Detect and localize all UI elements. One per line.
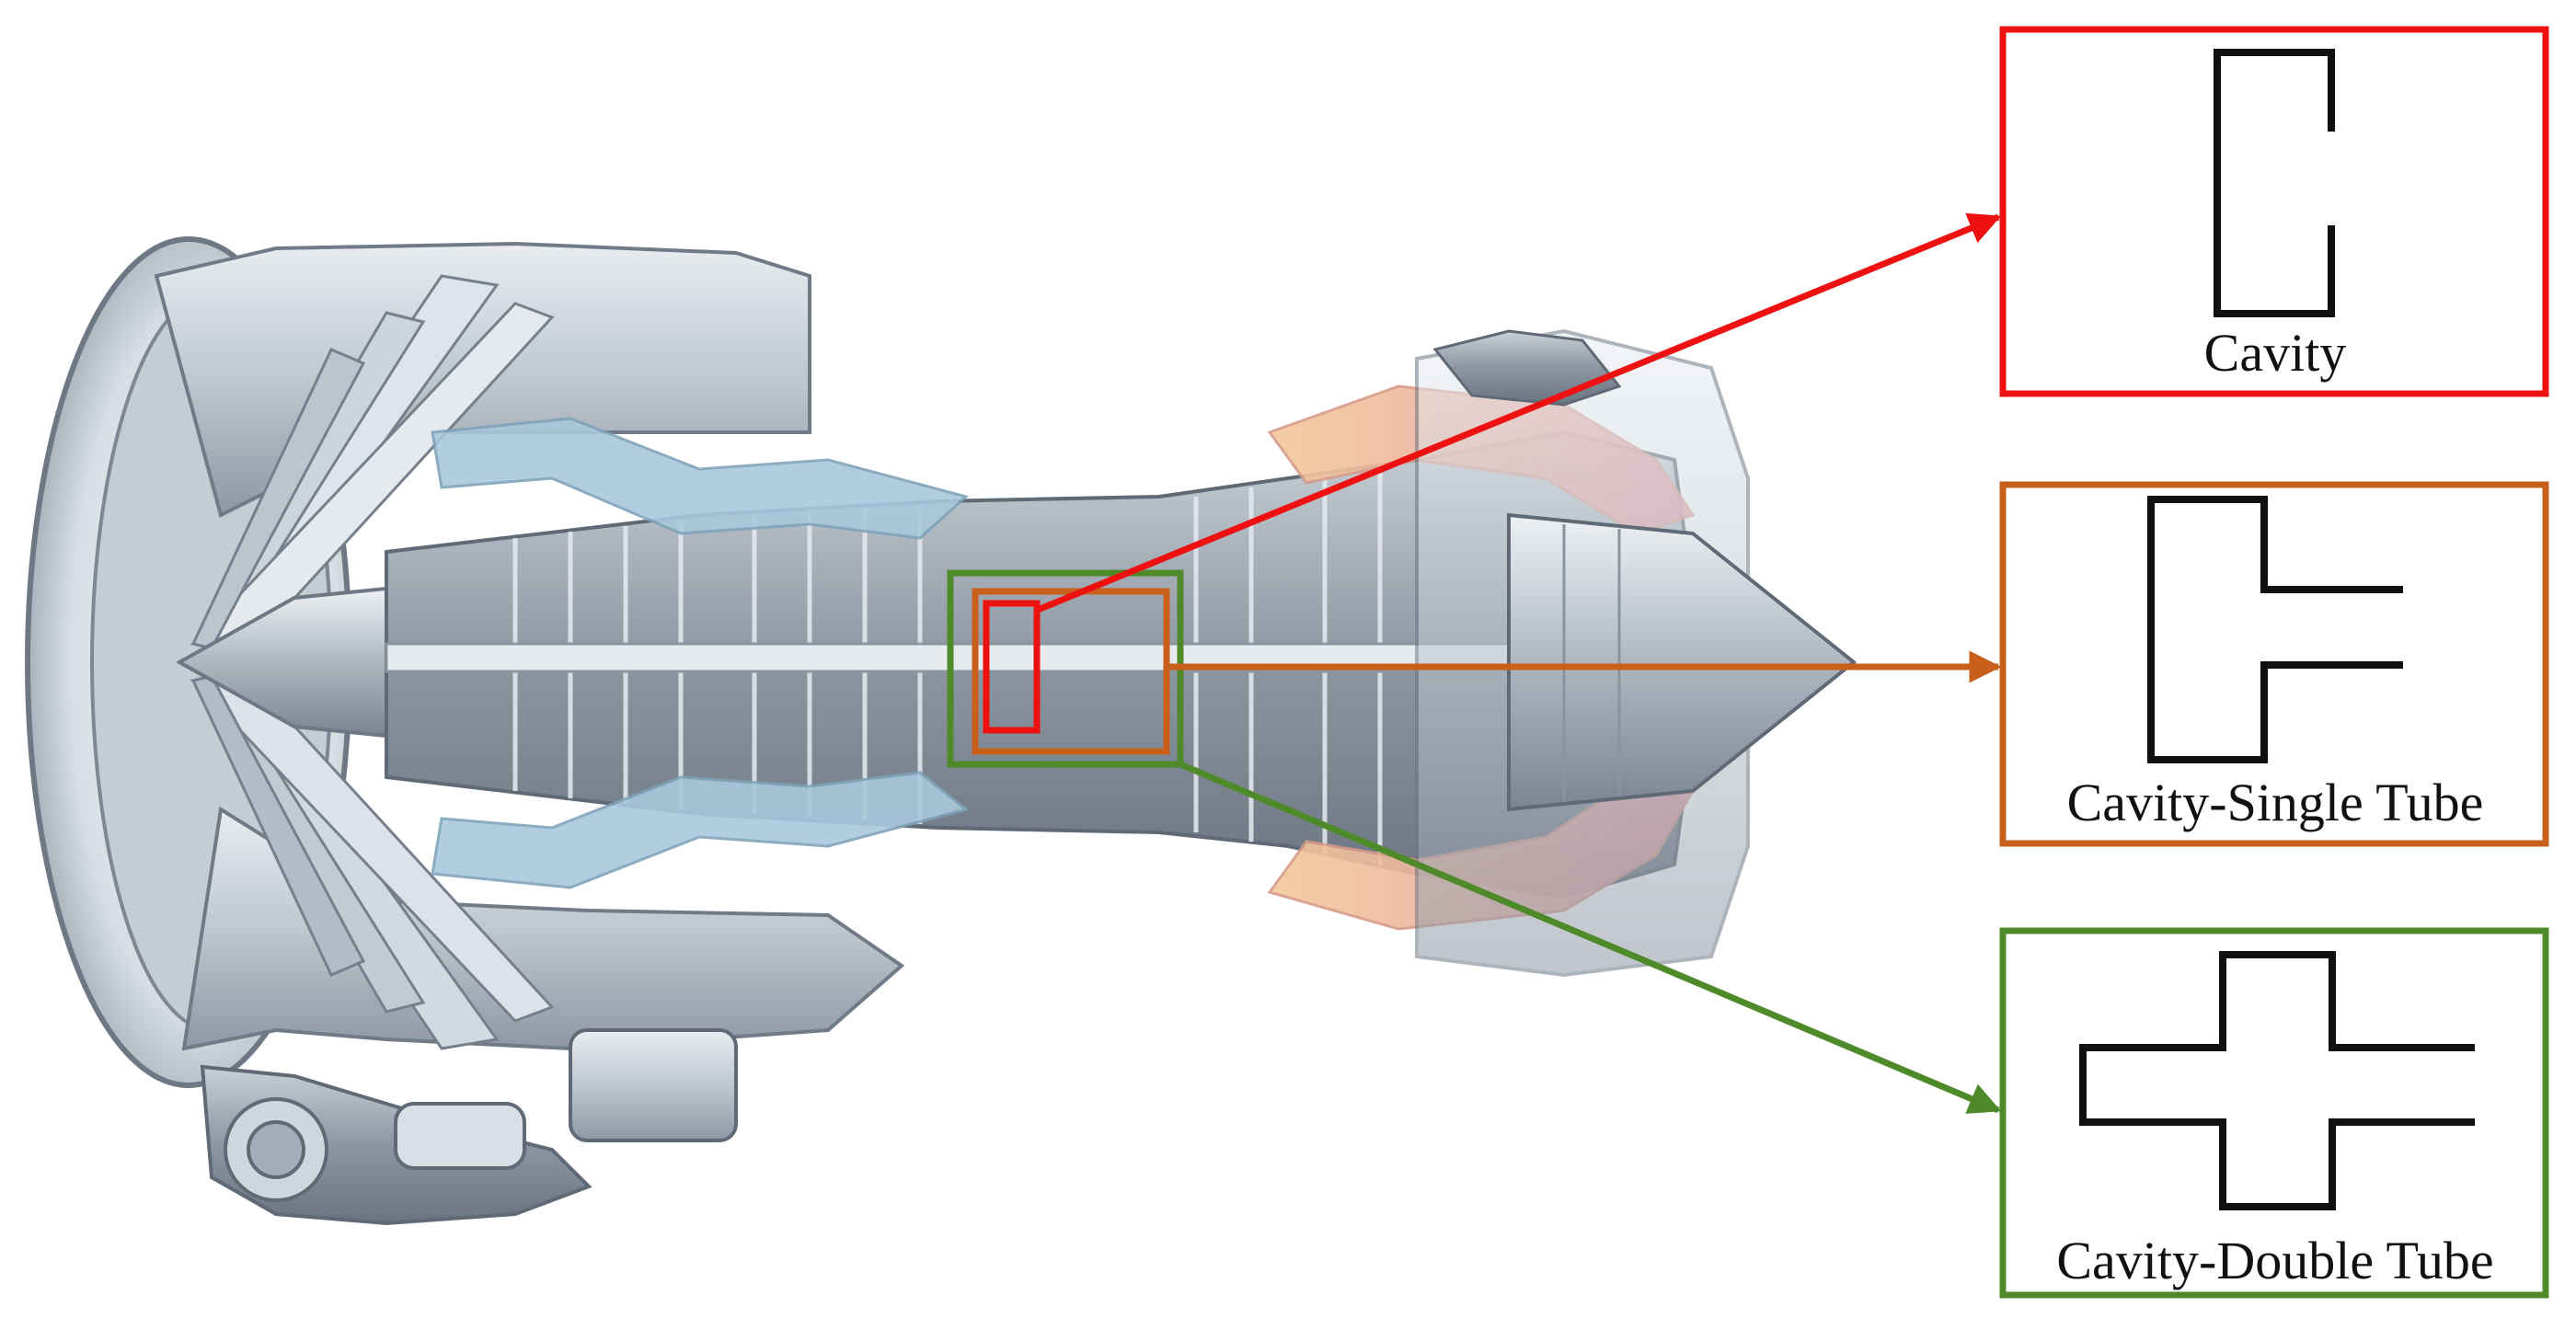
highlight-box-cavity: [983, 600, 1041, 734]
bypass-duct-upper: [431, 417, 970, 540]
panel-single-tube: Cavity-Single Tube: [1999, 481, 2549, 847]
connector-arrows: [1036, 212, 2002, 1114]
accessory-gearbox: [200, 1028, 738, 1226]
engine-pylon: [1432, 329, 1622, 407]
arrow-to-double-tube: [1179, 761, 2002, 1114]
highlight-box-single-tube: [972, 588, 1170, 755]
bypass-duct-lower: [431, 771, 970, 889]
cavity-single-tube-shape: [2147, 496, 2403, 763]
cavity-double-tube-shape: [2079, 951, 2475, 1210]
arrow-to-cavity: [1036, 212, 2002, 613]
fan-blades: [190, 274, 555, 1050]
panel-cavity: Cavity: [1999, 26, 2549, 397]
panel-cavity-label: Cavity: [2204, 323, 2347, 383]
panel-double-tube-frame: [1999, 927, 2549, 1299]
panel-single-tube-label: Cavity-Single Tube: [2067, 773, 2484, 832]
region-highlights: [947, 569, 1184, 768]
panel-cavity-frame: [1999, 26, 2549, 397]
exhaust-cone: [1507, 512, 1857, 812]
panel-double-tube-label: Cavity-Double Tube: [2056, 1231, 2493, 1290]
panel-double-tube: Cavity-Double Tube: [1999, 927, 2549, 1299]
cavity-shape: [2214, 49, 2335, 317]
exhaust-cone-rings: [1562, 524, 1621, 802]
turbofan-engine-illustration: [25, 236, 1857, 1226]
